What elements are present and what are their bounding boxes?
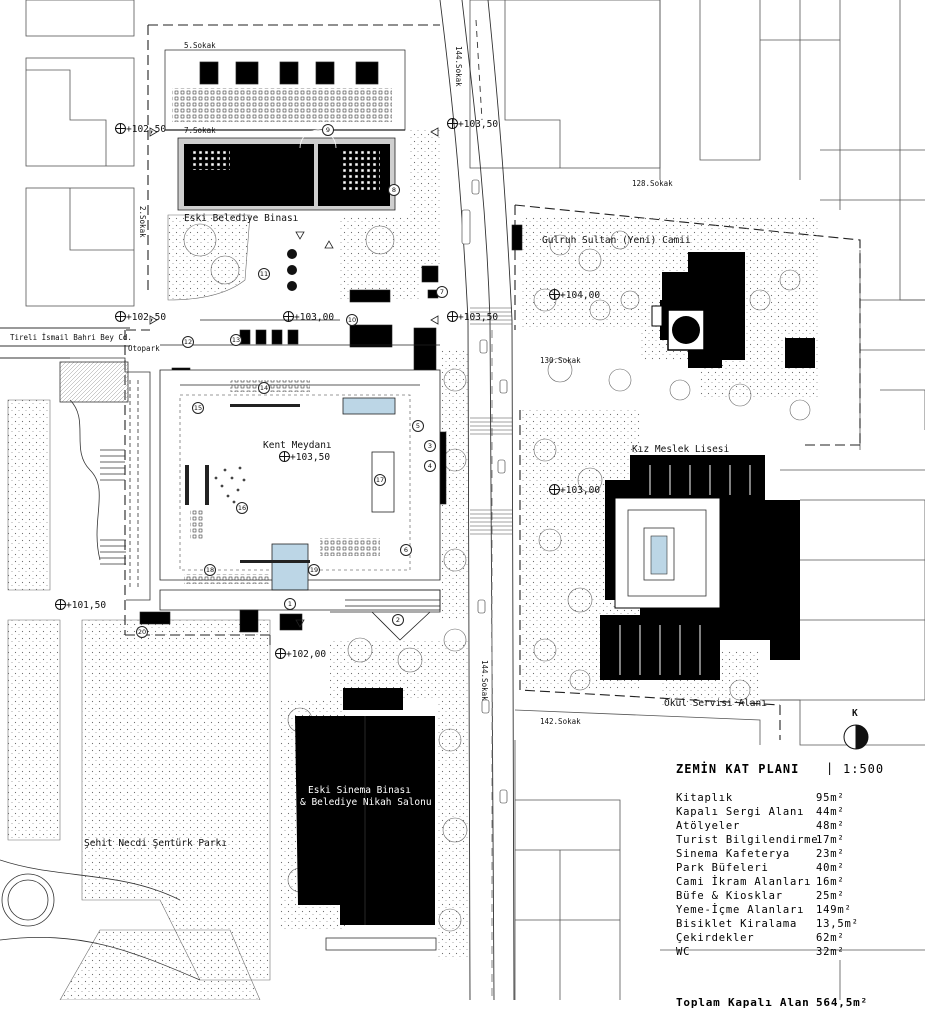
title-separator: | [826,761,834,775]
elevation-marker: +103,00 [282,311,335,323]
label-sinema-1: Eski Sinema Binası [308,785,411,796]
bus-shelter [59,361,129,403]
label-camii: Gulruh Sultan (Yeni) Camii [542,235,691,246]
marker-14: 14 [258,382,270,394]
label-eski-belediye: Eski Belediye Binası [184,213,299,224]
marker-9: 9 [322,124,334,136]
street-label-128: 128.Sokak [632,179,673,188]
park-paths [0,859,201,981]
parking-label: Otopark [128,344,160,353]
street-label-130: 130.Sokak [540,356,581,365]
elevation-marker: +101,50 [54,599,107,611]
north-arrow-graphic [843,724,869,750]
label-sinema-2: & Belediye Nikah Salonu [300,797,432,808]
elevation-marker: +102,00 [274,648,327,660]
plan-scale: 1:500 [843,762,885,776]
elevation-marker: +102,50 [114,123,167,135]
street-label-5: 5.Sokak [184,41,216,50]
street-label-144-north: 144.Sokak [454,46,463,87]
marker-15: 15 [192,402,204,414]
street-144 [439,0,515,1000]
plaza-benches [184,380,380,584]
marker-4: 4 [424,460,436,472]
elevation-marker: +104,00 [548,289,601,301]
marker-1: 1 [284,598,296,610]
marker-6: 6 [400,544,412,556]
elevation-marker: +103,50 [446,311,499,323]
marker-3: 3 [424,440,436,452]
round-kiosks [287,249,297,291]
label-okul-servisi: Okul Servisi Alanı [664,698,767,709]
marker-5: 5 [412,420,424,432]
marker-20: 20 [136,626,148,638]
street-tireli [0,327,130,359]
marker-12: 12 [182,336,194,348]
old-municipality-building [177,129,396,211]
marker-11: 11 [258,268,270,280]
street-label-tireli: Tireli İsmail Bahri Bey Cd. [10,333,132,342]
elevation-marker: +103,00 [548,484,601,496]
street-label-144-south: 144.Sokak [480,660,489,701]
marker-16: 16 [236,502,248,514]
city-square [159,319,441,641]
label-park: Şehit Necdi Şentürk Parkı [84,838,227,849]
marker-2: 2 [392,614,404,626]
cars [461,179,508,804]
marker-13: 13 [230,334,242,346]
north-label: K [852,708,858,719]
west-promenade [60,357,151,601]
girls-vocational-school [600,455,800,680]
old-cinema-building [295,688,437,951]
marker-10: 10 [346,314,358,326]
label-kent-meydani: Kent Meydanı [263,440,332,451]
elevation-marker: +103,50 [446,118,499,130]
north-market-block [164,49,406,131]
marker-7: 7 [436,286,448,298]
street-label-142: 142.Sokak [540,717,581,726]
crosswalks [470,307,512,535]
marker-17: 17 [374,474,386,486]
plan-title: ZEMİN KAT PLANI [676,762,800,776]
elevation-marker: +102,50 [114,311,167,323]
mosque-complex [651,252,815,368]
marker-8: 8 [388,184,400,196]
street-label-2: 2.Sokak [138,206,147,238]
marker-19: 19 [308,564,320,576]
label-kiz-meslek: Kız Meslek Lisesi [632,444,730,455]
plaza-dots [214,466,246,504]
marker-18: 18 [204,564,216,576]
elevation-marker: +103,50 [278,451,331,463]
entrance-marks [149,127,439,628]
street-label-7: 7.Sokak [184,126,216,135]
